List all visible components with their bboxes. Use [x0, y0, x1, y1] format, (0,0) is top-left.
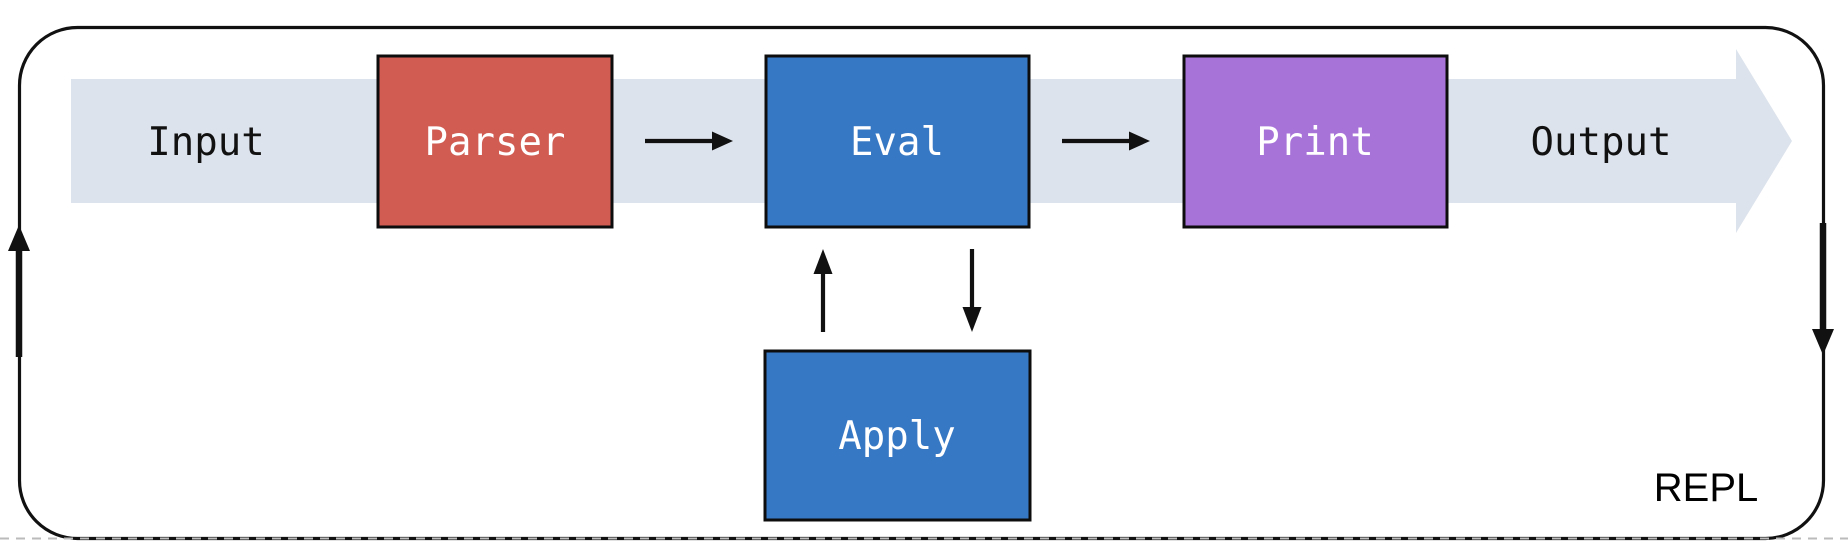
node-parser-box: Parser	[376, 54, 614, 229]
node-apply-box: Apply	[763, 349, 1032, 522]
output-label: Output	[1531, 120, 1672, 165]
arrow-parser-to-eval	[645, 131, 733, 151]
node-print-box: Print	[1182, 54, 1449, 229]
arrow-eval-to-apply	[962, 249, 982, 332]
eval-label: Eval	[850, 120, 944, 165]
parser-label: Parser	[425, 120, 566, 165]
node-eval-box: Eval	[764, 54, 1031, 229]
arrow-eval-to-print	[1062, 131, 1150, 151]
diagram-title: REPL	[1654, 466, 1759, 510]
loop-arrow-right-down	[1812, 223, 1834, 355]
arrow-apply-to-eval	[813, 249, 833, 332]
loop-arrow-left-up	[8, 225, 30, 357]
apply-label: Apply	[838, 414, 955, 459]
input-label: Input	[147, 120, 264, 165]
print-label: Print	[1256, 120, 1373, 165]
